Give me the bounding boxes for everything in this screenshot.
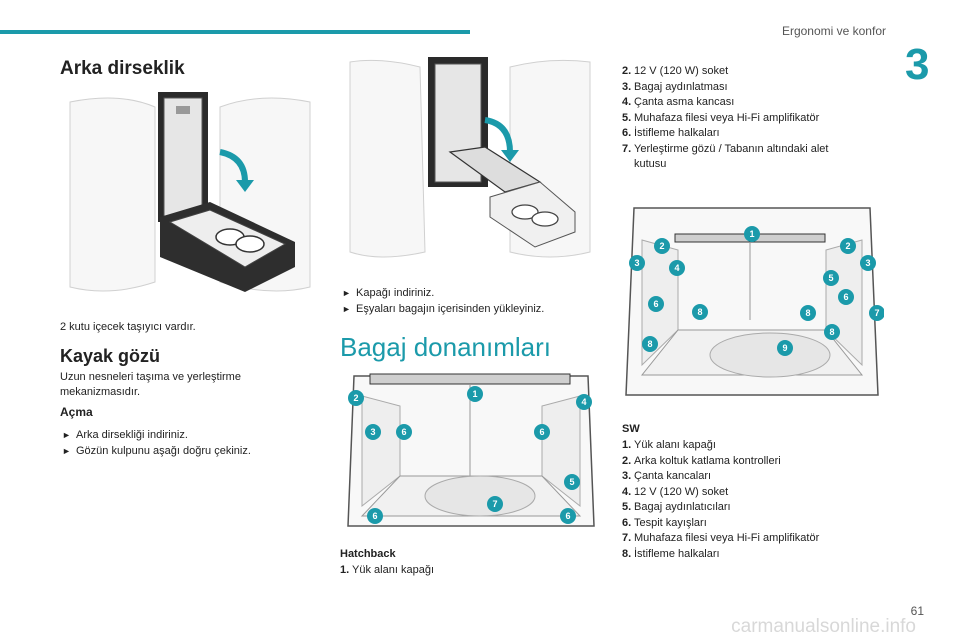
list-item: ►Eşyaları bagajın içerisinden yükleyiniz… — [342, 302, 602, 318]
bullet-icon: ► — [342, 303, 351, 314]
open-title: Açma — [60, 405, 93, 419]
armrest-caption: 2 kutu içecek taşıyıcı vardır. — [60, 321, 196, 333]
list-item: 7.Yerleştirme gözü / Tabanın altındaki a… — [622, 142, 829, 171]
bullet-icon: ► — [342, 288, 351, 298]
list-item: 4.Çanta asma kancası — [622, 96, 735, 108]
list-item: 4.12 V (120 W) soket — [622, 485, 729, 498]
list-item: 5.Muhafaza filesi veya Hi-Fi amplifikatö… — [622, 111, 820, 124]
open-steps-list: ►Arka dirsekliği indiriniz. ►Gözün kulpu… — [62, 428, 312, 459]
bullet-icon: ► — [62, 445, 71, 456]
svg-text:9: 9 — [782, 343, 787, 353]
list-item: 6.Tespit kayışları — [622, 516, 707, 529]
list-item: 7.Muhafaza filesi veya Hi-Fi amplifikatö… — [622, 532, 820, 544]
svg-text:3: 3 — [634, 258, 639, 268]
svg-text:6: 6 — [565, 511, 570, 521]
svg-text:3: 3 — [865, 258, 870, 268]
list-item: 3.Bagaj aydınlatması — [622, 80, 728, 93]
svg-text:7: 7 — [492, 499, 497, 509]
svg-text:5: 5 — [828, 273, 833, 283]
header-accent-bar — [0, 30, 470, 34]
list-item: 6.İstifleme halkaları — [622, 127, 720, 139]
hatchback-items-list: 2.12 V (120 W) soket 3.Bagaj aydınlatmas… — [622, 64, 862, 173]
chapter-number: 3 — [905, 40, 930, 89]
page-number: 61 — [910, 604, 924, 618]
armrest-title: Arka dirseklik — [60, 58, 185, 79]
svg-text:5: 5 — [569, 477, 574, 487]
svg-text:3: 3 — [370, 427, 375, 437]
svg-text:6: 6 — [539, 427, 544, 437]
list-item: 3.Çanta kancaları — [622, 470, 712, 482]
hatchback-trunk-illustration: 1 2 3 4 5 6 6 6 6 7 — [340, 366, 602, 532]
svg-text:6: 6 — [372, 511, 377, 521]
list-item: 2.Arka koltuk katlama kontrolleri — [622, 454, 781, 467]
list-item: 8.İstifleme halkaları — [622, 547, 720, 560]
svg-text:4: 4 — [674, 263, 679, 273]
ski-description: Uzun nesneleri taşıma ve yerleştirme mek… — [60, 371, 241, 398]
svg-text:8: 8 — [829, 327, 834, 337]
ski-title: Kayak gözü — [60, 346, 161, 366]
ski-hatch-illustration — [340, 52, 602, 272]
svg-text:2: 2 — [659, 241, 664, 251]
trunk-equipment-title: Bagaj donanımları — [340, 332, 552, 362]
svg-text:6: 6 — [843, 292, 848, 302]
svg-text:8: 8 — [805, 308, 810, 318]
list-item: 2.12 V (120 W) soket — [622, 65, 729, 77]
footer-watermark: carmanualsonline.info — [731, 616, 916, 637]
svg-text:6: 6 — [401, 427, 406, 437]
list-item: 5.Bagaj aydınlatıcıları — [622, 501, 731, 513]
sw-label: SW — [622, 423, 640, 435]
list-item: 1.Yük alanı kapağı — [622, 439, 716, 451]
sw-items-list: 1.Yük alanı kapağı 2.Arka koltuk katlama… — [622, 438, 872, 562]
list-item: ►Kapağı indiriniz. — [342, 286, 602, 302]
hatchback-item-1: 1. Yük alanı kapağı — [340, 564, 434, 576]
svg-text:2: 2 — [353, 393, 358, 403]
list-item: ►Gözün kulpunu aşağı doğru çekiniz. — [62, 444, 312, 460]
svg-text:7: 7 — [874, 308, 879, 318]
svg-text:6: 6 — [653, 299, 658, 309]
svg-text:1: 1 — [472, 389, 477, 399]
list-item: ►Arka dirsekliği indiriniz. — [62, 428, 312, 444]
svg-text:8: 8 — [697, 307, 702, 317]
svg-text:2: 2 — [845, 241, 850, 251]
svg-text:1: 1 — [749, 229, 754, 239]
svg-text:4: 4 — [581, 397, 586, 407]
sw-trunk-illustration: 1 2 2 3 3 4 5 6 6 7 8 8 8 8 9 — [620, 200, 884, 405]
hatchback-label: Hatchback — [340, 548, 396, 560]
bullet-icon: ► — [62, 430, 71, 440]
chapter-title: Ergonomi ve konfor — [781, 24, 886, 38]
armrest-illustration — [60, 82, 322, 304]
svg-text:8: 8 — [647, 339, 652, 349]
close-steps-list: ►Kapağı indiriniz. ►Eşyaları bagajın içe… — [342, 286, 602, 317]
